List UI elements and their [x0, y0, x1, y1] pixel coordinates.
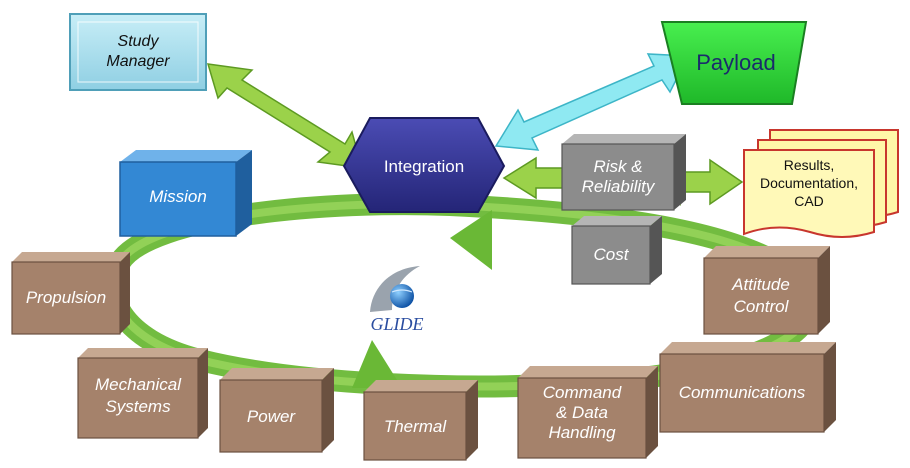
glide-logo: GLIDE — [370, 266, 424, 334]
propulsion-label: Propulsion — [26, 288, 106, 307]
risk-label-2: Reliability — [582, 177, 656, 196]
cost-box: Cost — [571, 216, 662, 285]
risk-reliability-box: Risk & Reliability — [561, 134, 686, 211]
power-label: Power — [247, 407, 297, 426]
subsystem-thermal: Thermal — [363, 380, 478, 461]
subsystem-mechanical-systems: Mechanical Systems — [77, 348, 208, 439]
cdh-label-3: Handling — [548, 423, 616, 442]
attitude-label-1: Attitude — [731, 275, 790, 294]
mission-label: Mission — [149, 187, 207, 206]
results-label-2: Documentation, — [760, 175, 858, 191]
payload-shape: Payload — [660, 21, 808, 105]
study-manager-label-1: Study — [118, 33, 160, 50]
subsystem-propulsion: Propulsion — [11, 252, 130, 335]
subsystem-power: Power — [219, 368, 334, 453]
attitude-label-2: Control — [734, 297, 790, 316]
subsystem-attitude-control: Attitude Control — [703, 246, 830, 335]
subsystem-communications: Communications — [659, 342, 836, 433]
results-document-stack: Results, Documentation, CAD — [743, 129, 899, 238]
results-label-3: CAD — [794, 193, 824, 209]
cdh-label-1: Command — [543, 383, 622, 402]
study-manager-label-2: Manager — [106, 53, 170, 70]
payload-integration-arrow — [494, 53, 690, 151]
study-manager-box: Study Manager — [69, 13, 207, 91]
results-label-1: Results, — [784, 157, 835, 173]
ring-arrowhead-top — [450, 210, 492, 270]
subsystem-command-data-handling: Command & Data Handling — [517, 366, 658, 459]
glide-logo-text: GLIDE — [371, 314, 424, 334]
integration-risk-arrow — [502, 156, 567, 200]
risk-label-1: Risk & — [593, 157, 642, 176]
thermal-label: Thermal — [384, 417, 448, 436]
integration-hub: Integration — [342, 117, 506, 213]
cost-label: Cost — [594, 245, 630, 264]
integration-label: Integration — [384, 157, 464, 176]
globe-swoosh-icon — [390, 284, 414, 308]
mission-box: Mission — [119, 150, 252, 237]
mechanical-label-2: Systems — [105, 397, 171, 416]
cdh-label-2: & Data — [556, 403, 608, 422]
ring-arrowhead-bottom — [352, 340, 402, 388]
payload-label: Payload — [696, 50, 776, 75]
mechanical-label-1: Mechanical — [95, 375, 182, 394]
communications-label: Communications — [679, 383, 806, 402]
